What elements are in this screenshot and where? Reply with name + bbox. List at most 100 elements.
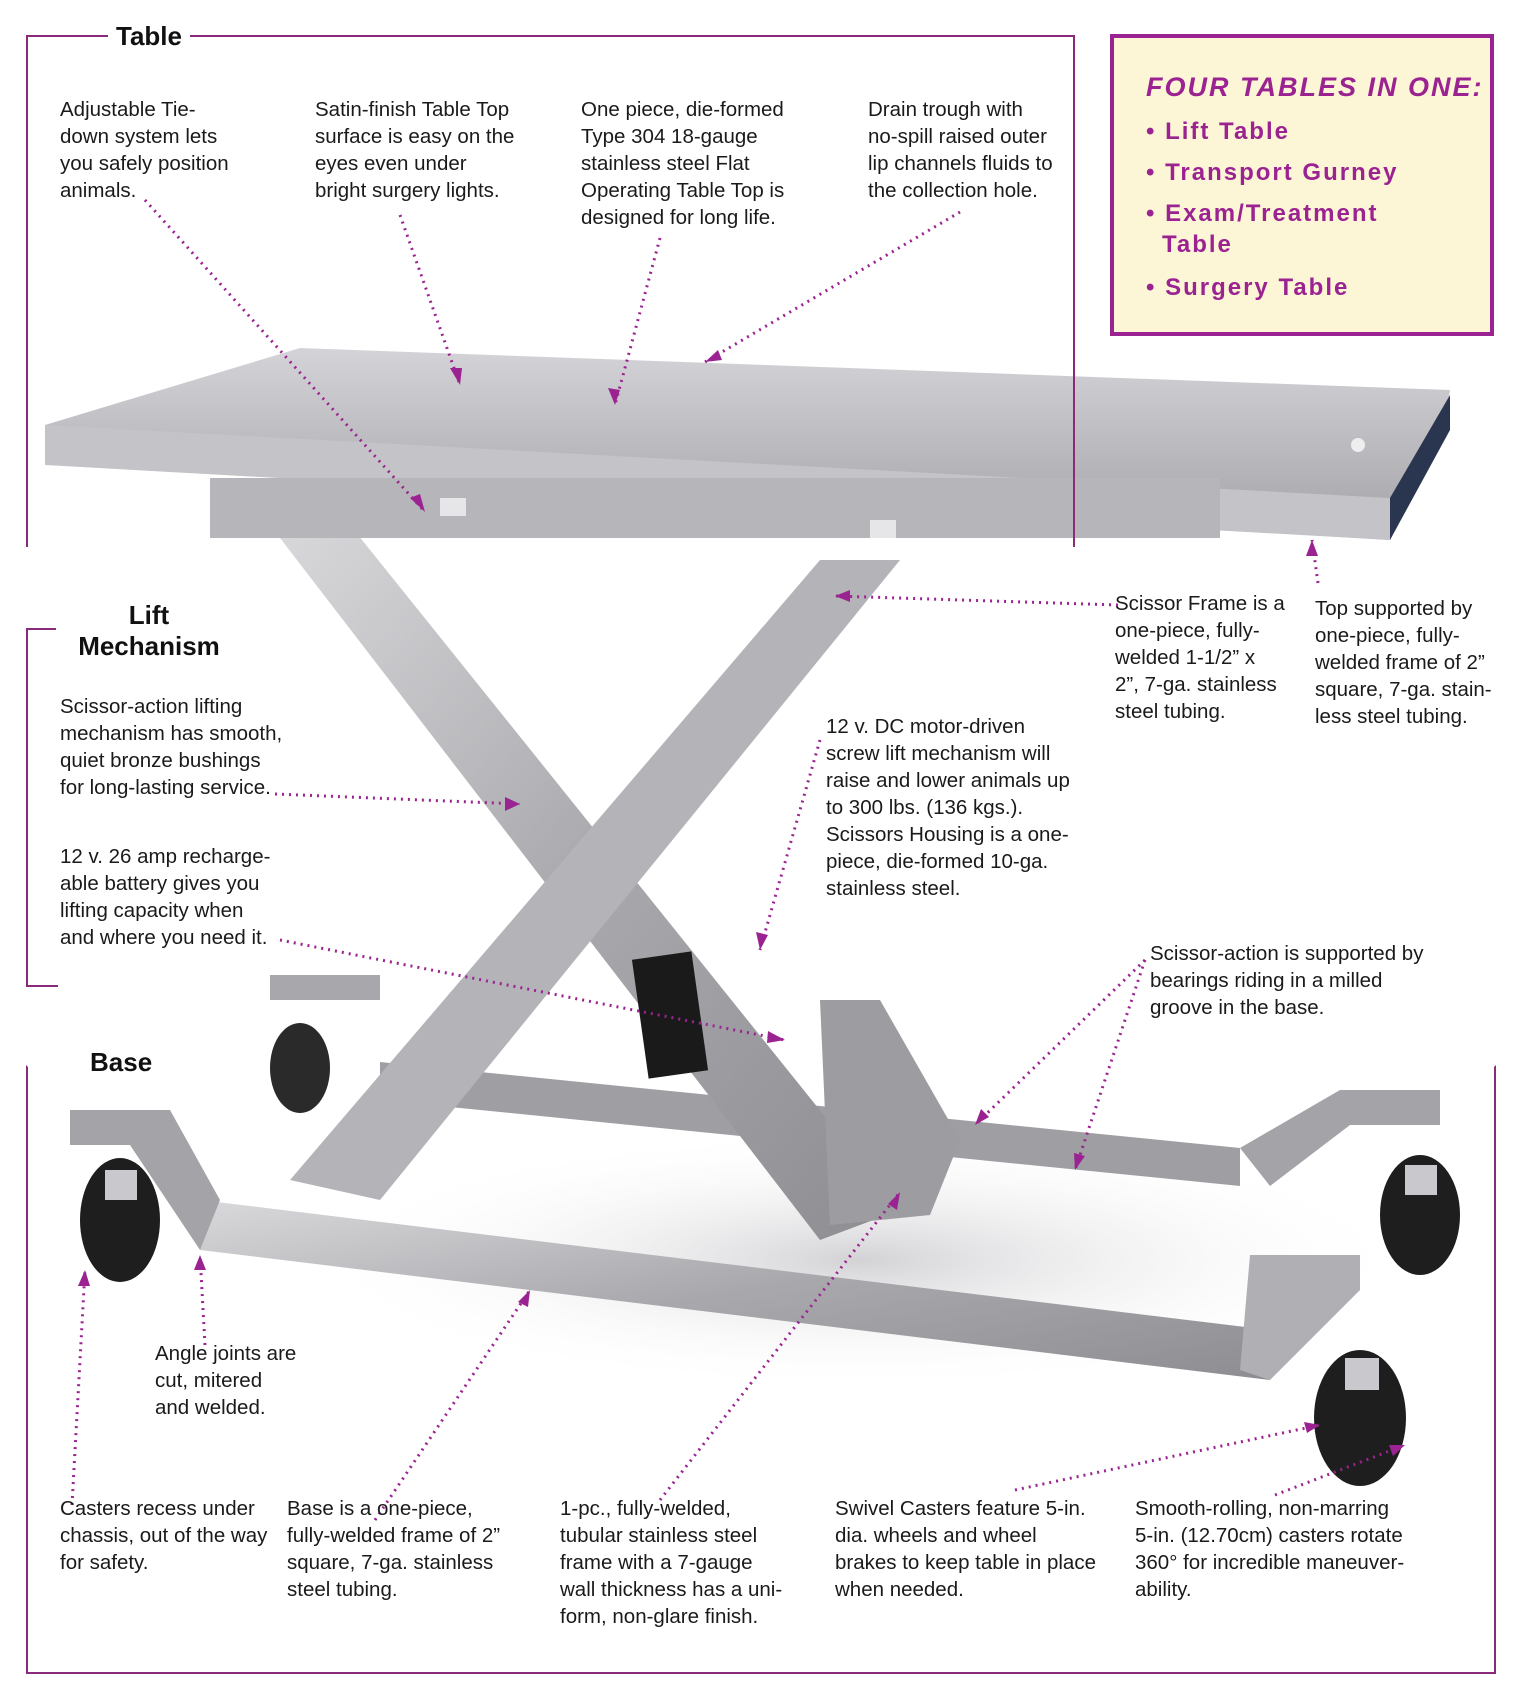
note-line: down system lets (60, 125, 218, 148)
note-line: when needed. (835, 1578, 964, 1601)
note-line: Satin-finish Table Top (315, 98, 510, 121)
callout-heading: FOUR TABLES IN ONE: (1146, 72, 1484, 102)
scissors-housing (820, 1000, 960, 1225)
note-motor: 12 v. DC motor-driven screw lift mechani… (826, 713, 1070, 902)
note-line: square, 7-ga. stain- (1315, 678, 1492, 701)
callout-item-lift: • Lift Table (1146, 118, 1290, 146)
note-line: raise and lower animals up (826, 769, 1070, 792)
note-line: stainless steel. (826, 877, 961, 900)
note-tubular-frame: 1-pc., fully-welded, tubular stainless s… (560, 1495, 782, 1630)
caster-front-right (1314, 1350, 1406, 1486)
note-line: and where you need it. (60, 926, 268, 949)
callout-bullet: • (1146, 118, 1157, 145)
note-tiedown: Adjustable Tie- down system lets you saf… (60, 96, 229, 204)
note-line: groove in the base. (1150, 996, 1325, 1019)
note-line: welded frame of 2” (1315, 651, 1485, 674)
callout-bullet: • (1146, 159, 1157, 186)
note-line: Scissor Frame is a (1115, 592, 1285, 615)
note-line: cut, mitered (155, 1369, 263, 1392)
note-scissor-action-lifting: Scissor-action lifting mechanism has smo… (60, 693, 282, 801)
note-base-frame: Base is a one-piece, fully-welded frame … (287, 1495, 500, 1603)
note-line: steel tubing. (287, 1578, 398, 1601)
note-line: for long-lasting service. (60, 776, 271, 799)
base-section-frame (26, 1065, 1496, 1674)
note-line: Operating Table Top is (581, 179, 785, 202)
pointer-lines (70, 198, 1406, 1521)
note-line: Smooth-rolling, non-marring (1135, 1497, 1390, 1520)
note-line: designed for long life. (581, 206, 776, 229)
section-title-lift: Lift Mechanism (56, 600, 242, 662)
note-line: able battery gives you (60, 872, 260, 895)
note-swivel-casters: Swivel Casters feature 5-in. dia. wheels… (835, 1495, 1096, 1603)
note-line: bearings riding in a milled (1150, 969, 1383, 992)
note-line: 1-pc., fully-welded, (560, 1497, 731, 1520)
left-angle-joint (70, 1110, 220, 1250)
note-line: Scissor-action lifting (60, 695, 243, 718)
note-bearings: Scissor-action is supported by bearings … (1150, 940, 1423, 1021)
note-line: surface is easy on the (315, 125, 515, 148)
note-line: Type 304 18-gauge (581, 125, 758, 148)
note-line: the collection hole. (868, 179, 1038, 202)
callout-item-label: Lift Table (1165, 118, 1290, 145)
note-line: animals. (60, 179, 137, 202)
base-front-rail (200, 1200, 1270, 1380)
note-line: welded 1-1/2” x (1115, 646, 1256, 669)
note-line: and welded. (155, 1396, 266, 1419)
note-line: mechanism has smooth, (60, 722, 283, 745)
note-line: dia. wheels and wheel (835, 1524, 1037, 1547)
note-line: one-piece, fully- (1315, 624, 1460, 647)
scissor-leg-b (290, 560, 900, 1200)
note-line: Top supported by (1315, 597, 1473, 620)
note-line: for safety. (60, 1551, 149, 1574)
note-line: screw lift mechanism will (826, 742, 1051, 765)
caster-front-left (80, 1158, 160, 1282)
note-line: stainless steel Flat (581, 152, 750, 175)
note-casters-recess: Casters recess under chassis, out of the… (60, 1495, 267, 1576)
note-line: steel tubing. (1115, 700, 1226, 723)
note-line: Angle joints are (155, 1342, 297, 1365)
note-line: Drain trough with (868, 98, 1023, 121)
callout-bullet: • (1146, 274, 1157, 301)
note-line: Adjustable Tie- (60, 98, 196, 121)
note-line: piece, die-formed 10-ga. (826, 850, 1049, 873)
section-title-table: Table (108, 21, 190, 52)
note-line: no-spill raised outer (868, 125, 1047, 148)
note-top-supported: Top supported by one-piece, fully- welde… (1315, 595, 1492, 730)
table-top-side (1390, 395, 1450, 540)
table-section-frame (26, 35, 1075, 547)
note-line: Swivel Casters feature 5-in. (835, 1497, 1086, 1520)
callout-item-label: Exam/Treatment (1165, 200, 1379, 227)
table-top (45, 348, 1450, 540)
note-line: chassis, out of the way (60, 1524, 268, 1547)
note-line: lifting capacity when (60, 899, 244, 922)
note-scissor-frame: Scissor Frame is a one-piece, fully- wel… (1115, 590, 1285, 725)
note-line: One piece, die-formed (581, 98, 784, 121)
note-line: ability. (1135, 1578, 1192, 1601)
note-line: Base is a one-piece, (287, 1497, 473, 1520)
collection-hole (1351, 438, 1365, 452)
note-line: quiet bronze bushings (60, 749, 261, 772)
note-line: to 300 lbs. (136 kgs.). (826, 796, 1024, 819)
callout-item-label: Surgery Table (1165, 274, 1350, 301)
note-angle-joints: Angle joints are cut, mitered and welded… (155, 1340, 296, 1421)
note-line: frame with a 7-gauge (560, 1551, 753, 1574)
lift-section-frame (26, 628, 58, 987)
note-line: 2”, 7-ga. stainless (1115, 673, 1277, 696)
callout-item-exam: • Exam/Treatment (1146, 200, 1379, 228)
callout-bullet: • (1146, 200, 1157, 227)
caster-rear-left (270, 1023, 330, 1113)
note-line: one-piece, fully- (1115, 619, 1260, 642)
note-line: 360° for incredible maneuver- (1135, 1551, 1405, 1574)
note-battery: 12 v. 26 amp recharge- able battery give… (60, 843, 270, 951)
tie-down-rail (210, 478, 1220, 538)
note-line: Casters recess under (60, 1497, 255, 1520)
note-line: brakes to keep table in place (835, 1551, 1096, 1574)
note-line: Scissors Housing is a one- (826, 823, 1069, 846)
section-title-lift-line2: Mechanism (78, 631, 220, 661)
section-title-base: Base (82, 1047, 161, 1078)
note-line: 12 v. DC motor-driven (826, 715, 1025, 738)
note-smooth-rolling: Smooth-rolling, non-marring 5-in. (12.70… (1135, 1495, 1404, 1603)
caster-wheels (80, 1023, 1460, 1486)
note-one-piece-top: One piece, die-formed Type 304 18-gauge … (581, 96, 784, 231)
